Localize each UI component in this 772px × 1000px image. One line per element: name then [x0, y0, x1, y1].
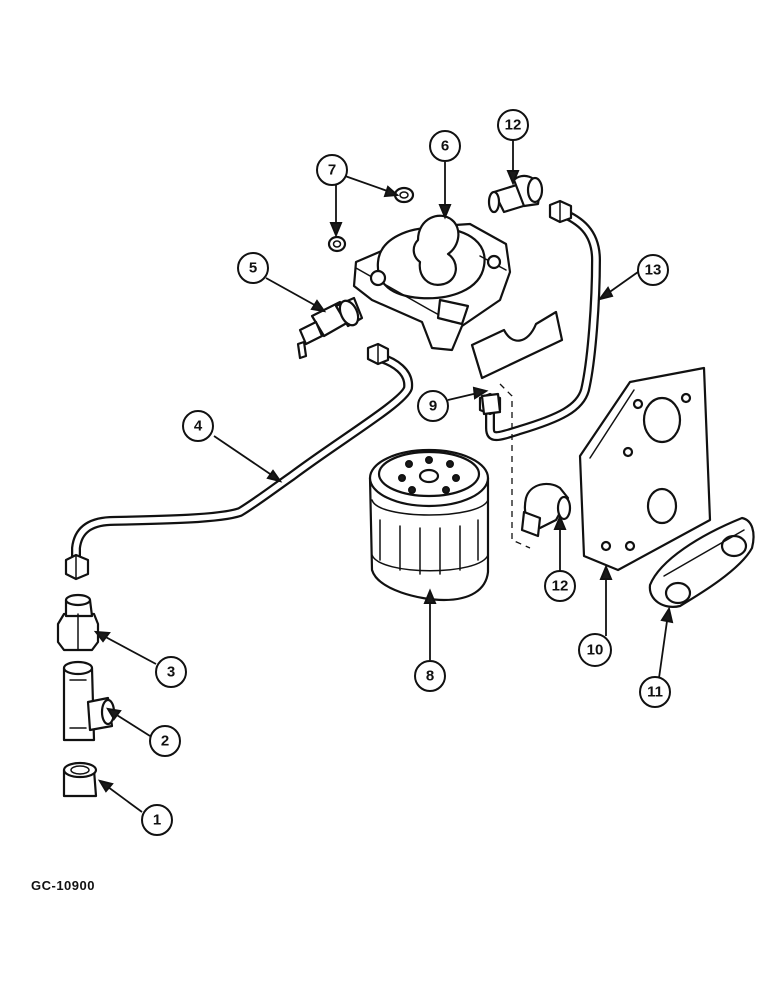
callout-13: 13: [637, 254, 669, 286]
callout-12-upper-label: 12: [505, 117, 522, 134]
washer-7-lower: [327, 235, 347, 253]
callout-12-upper: 12: [497, 109, 529, 141]
callout-10-label: 10: [587, 642, 604, 659]
fuel-filter-8: [368, 448, 490, 602]
cap-nut-1: [62, 761, 98, 798]
callout-6: 6: [429, 130, 461, 162]
callout-11: 11: [639, 676, 671, 708]
callout-12-lower-label: 12: [552, 578, 569, 595]
callout-7: 7: [316, 154, 348, 186]
callout-13-label: 13: [645, 262, 662, 279]
fuel-line-4: [64, 342, 414, 581]
callout-12-lower: 12: [544, 570, 576, 602]
callout-2-label: 2: [161, 733, 169, 750]
callout-6-label: 6: [441, 138, 449, 155]
washer-7-upper: [393, 186, 415, 204]
callout-3-label: 3: [167, 664, 175, 681]
callout-10: 10: [578, 633, 612, 667]
gasket-11: [648, 516, 755, 608]
callout-3: 3: [155, 656, 187, 688]
leader-lines: [93, 140, 674, 813]
mounting-plate-10: [578, 366, 712, 572]
callout-9-label: 9: [429, 398, 437, 415]
callout-9: 9: [417, 390, 449, 422]
callout-4: 4: [182, 410, 214, 442]
callout-11-label: 11: [647, 684, 663, 701]
figure-code: GC-10900: [31, 878, 95, 893]
callout-4-label: 4: [194, 418, 203, 435]
callout-5-label: 5: [249, 260, 257, 277]
fitting-connector: [480, 392, 502, 416]
filter-head-6: [352, 214, 512, 352]
alignment-line: [499, 383, 531, 549]
elbow-fitting-12-lower: [520, 482, 572, 538]
callout-1-label: 1: [153, 812, 161, 829]
callout-8: 8: [414, 660, 446, 692]
adapter-plate-9: [470, 310, 564, 380]
bleed-fitting-5: [296, 296, 364, 360]
callout-7-label: 7: [328, 162, 336, 179]
elbow-fitting-12-upper: [487, 174, 544, 214]
callout-2: 2: [149, 725, 181, 757]
tee-fitting-2: [62, 660, 116, 742]
callout-1: 1: [141, 804, 173, 836]
callout-8-label: 8: [426, 668, 434, 685]
callout-5: 5: [237, 252, 269, 284]
nut-3: [56, 593, 100, 652]
